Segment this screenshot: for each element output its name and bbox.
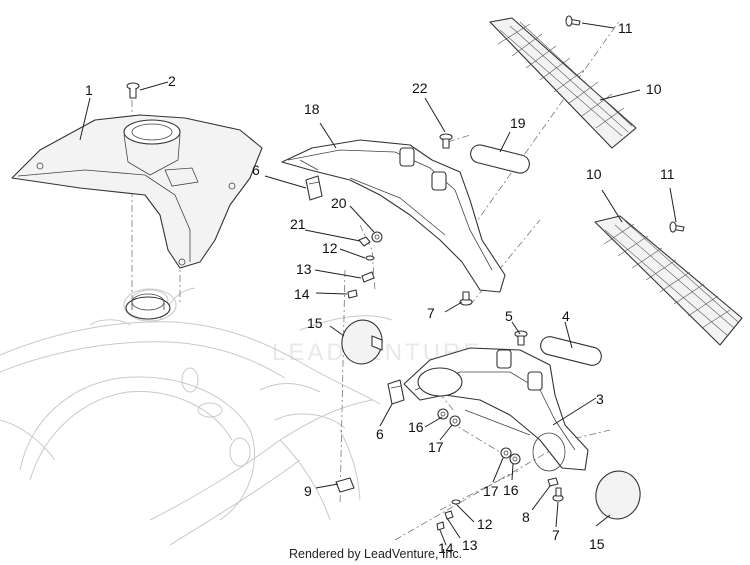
- nut-screw-8-7-lower: [547, 477, 564, 502]
- fuel-cap: [125, 293, 171, 320]
- callout-6-lower: 6: [376, 426, 384, 442]
- license-plate-upper: [489, 17, 637, 149]
- rear-inner-cover: [11, 114, 263, 269]
- callout-13-upper: 13: [296, 261, 312, 277]
- callout-7-upper: 7: [427, 305, 435, 321]
- callout-12-upper: 12: [322, 240, 338, 256]
- leader-lines: [79, 22, 677, 546]
- scooter-frame-ghost: [0, 287, 393, 546]
- license-plate-lower: [594, 215, 743, 346]
- reflector-upper: [341, 319, 383, 365]
- callout-21: 21: [290, 216, 306, 232]
- callout-10-upper: 10: [646, 81, 662, 97]
- small-fasteners-lower: [436, 499, 461, 531]
- callout-20: 20: [331, 195, 347, 211]
- reflector-strip-upper: [470, 144, 530, 174]
- callout-17-right: 17: [483, 483, 499, 499]
- callout-3: 3: [596, 391, 604, 407]
- license-plate-holder-lower: [403, 347, 589, 471]
- callout-19: 19: [510, 115, 526, 131]
- callout-5: 5: [505, 308, 513, 324]
- screw-part-22: [439, 133, 453, 149]
- callout-16-right: 16: [503, 482, 519, 498]
- callout-7-lower: 7: [552, 527, 560, 543]
- callout-9: 9: [304, 483, 312, 499]
- clip-part-9: [335, 477, 355, 493]
- clip-part-6-upper: [305, 175, 323, 201]
- washer-nut-20-21: [358, 231, 383, 247]
- callout-6-upper: 6: [252, 162, 260, 178]
- small-fasteners-upper: [347, 255, 375, 299]
- callout-17-middle: 17: [428, 439, 444, 455]
- washers-16-17-right: [500, 447, 521, 465]
- screw-part-2: [126, 82, 140, 99]
- callout-labels: 1 2 3 4 5 6 6 7 7 8 9 10 10 11 11 12 12 …: [85, 20, 675, 556]
- callout-2: 2: [168, 73, 176, 89]
- reflector-lower: [532, 432, 641, 520]
- clip-part-6-lower: [387, 379, 405, 405]
- callout-16-middle: 16: [408, 419, 424, 435]
- callout-14-upper: 14: [294, 286, 310, 302]
- reflector-strip-lower: [540, 336, 602, 366]
- callout-15-lower: 15: [589, 536, 605, 552]
- callout-10-lower: 10: [586, 166, 602, 182]
- callout-18: 18: [304, 101, 320, 117]
- render-credit: Rendered by LeadVenture, Inc.: [289, 547, 462, 561]
- callout-11-upper: 11: [618, 20, 633, 36]
- screw-part-11-upper: [565, 15, 581, 27]
- washers-16-17-middle: [437, 408, 461, 427]
- screw-part-7-upper: [459, 291, 473, 306]
- assembly-axes: [131, 19, 621, 541]
- callout-8: 8: [522, 509, 530, 525]
- callout-14-lower: 14: [438, 540, 454, 556]
- callout-22: 22: [412, 80, 428, 96]
- screw-part-11-lower: [669, 221, 685, 233]
- callout-12-lower: 12: [477, 516, 493, 532]
- callout-1: 1: [85, 82, 93, 98]
- callout-11-lower: 11: [660, 166, 675, 182]
- callout-4: 4: [562, 308, 570, 324]
- callout-13-lower: 13: [462, 537, 478, 553]
- screw-part-5: [514, 330, 528, 346]
- license-plate-holder-upper: [281, 139, 506, 293]
- callout-15-upper: 15: [307, 315, 323, 331]
